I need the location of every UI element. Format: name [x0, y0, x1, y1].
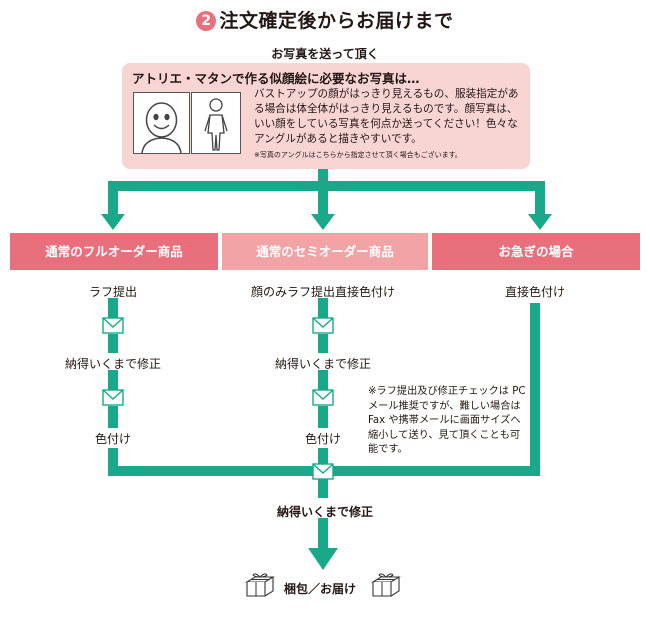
full-body-photo-icon — [191, 92, 241, 154]
col1-step-color: 色付け — [94, 432, 131, 446]
title-text: 注文確定後からお届けまで — [219, 10, 454, 32]
col2-step-color: 色付け — [304, 432, 341, 446]
pack-and-deliver-label: 梱包／お届け — [284, 582, 357, 596]
envelope-icon — [312, 317, 334, 334]
col3-step-direct-color: 直接色付け — [504, 285, 565, 299]
flow-line-center-2 — [318, 518, 328, 550]
gift-box-icon-left — [243, 572, 277, 598]
photo-angle-note: ※写真のアングルはこちらから指定させて頂く場合もございます。 — [254, 151, 462, 159]
arrow-head-final — [308, 548, 338, 570]
step-number-badge: 2 — [196, 11, 217, 31]
rough-check-note: ※ラフ提出及び修正チェックは PC メール推奨ですが、難しい場合は Fax や携… — [368, 386, 526, 455]
envelope-icon — [102, 317, 124, 334]
photo-requirements-box — [122, 63, 530, 169]
arrow-head-3 — [528, 214, 552, 230]
category-rush: お急ぎの場合 — [432, 233, 640, 270]
flow-line-drop-1 — [108, 181, 118, 217]
envelope-icon — [102, 389, 124, 406]
flow-line-top — [318, 169, 328, 217]
category-semi-order: 通常のセミオーダー商品 — [222, 233, 428, 270]
flow-line-center-1 — [318, 476, 328, 498]
face-photo-icon — [133, 92, 190, 154]
send-photo-step-label: お写真を送って頂く — [271, 47, 379, 61]
col1-step-rough: ラフ提出 — [88, 285, 137, 299]
photo-requirements-text: バストアップの顔がはっきり見えるもの、服装指定がある場合は体全体がはっきり見える… — [254, 88, 519, 145]
envelope-icon — [312, 463, 334, 480]
arrow-head-1 — [101, 214, 125, 230]
flow-line-col1-bottom — [108, 448, 118, 476]
photo-requirements-heading: アトリエ・マタンで作る似顔絵に必要なお写真は… — [132, 71, 420, 86]
arrow-head-2 — [311, 214, 335, 230]
final-revise-step: 納得いくまで修正 — [276, 505, 373, 519]
flow-line-col3 — [530, 303, 540, 476]
category-full-order: 通常のフルオーダー商品 — [10, 233, 218, 270]
envelope-icon — [312, 389, 334, 406]
flow-line-distribution — [108, 181, 545, 191]
col2-step-face-rough: 顔のみラフ提出直接色付け — [250, 285, 395, 299]
col2-step-revise: 納得いくまで修正 — [274, 357, 371, 371]
flow-line-drop-3 — [535, 181, 545, 217]
col1-step-revise: 納得いくまで修正 — [64, 357, 161, 371]
gift-box-icon-right — [369, 572, 403, 598]
flow-line-col2-bottom — [318, 448, 328, 466]
